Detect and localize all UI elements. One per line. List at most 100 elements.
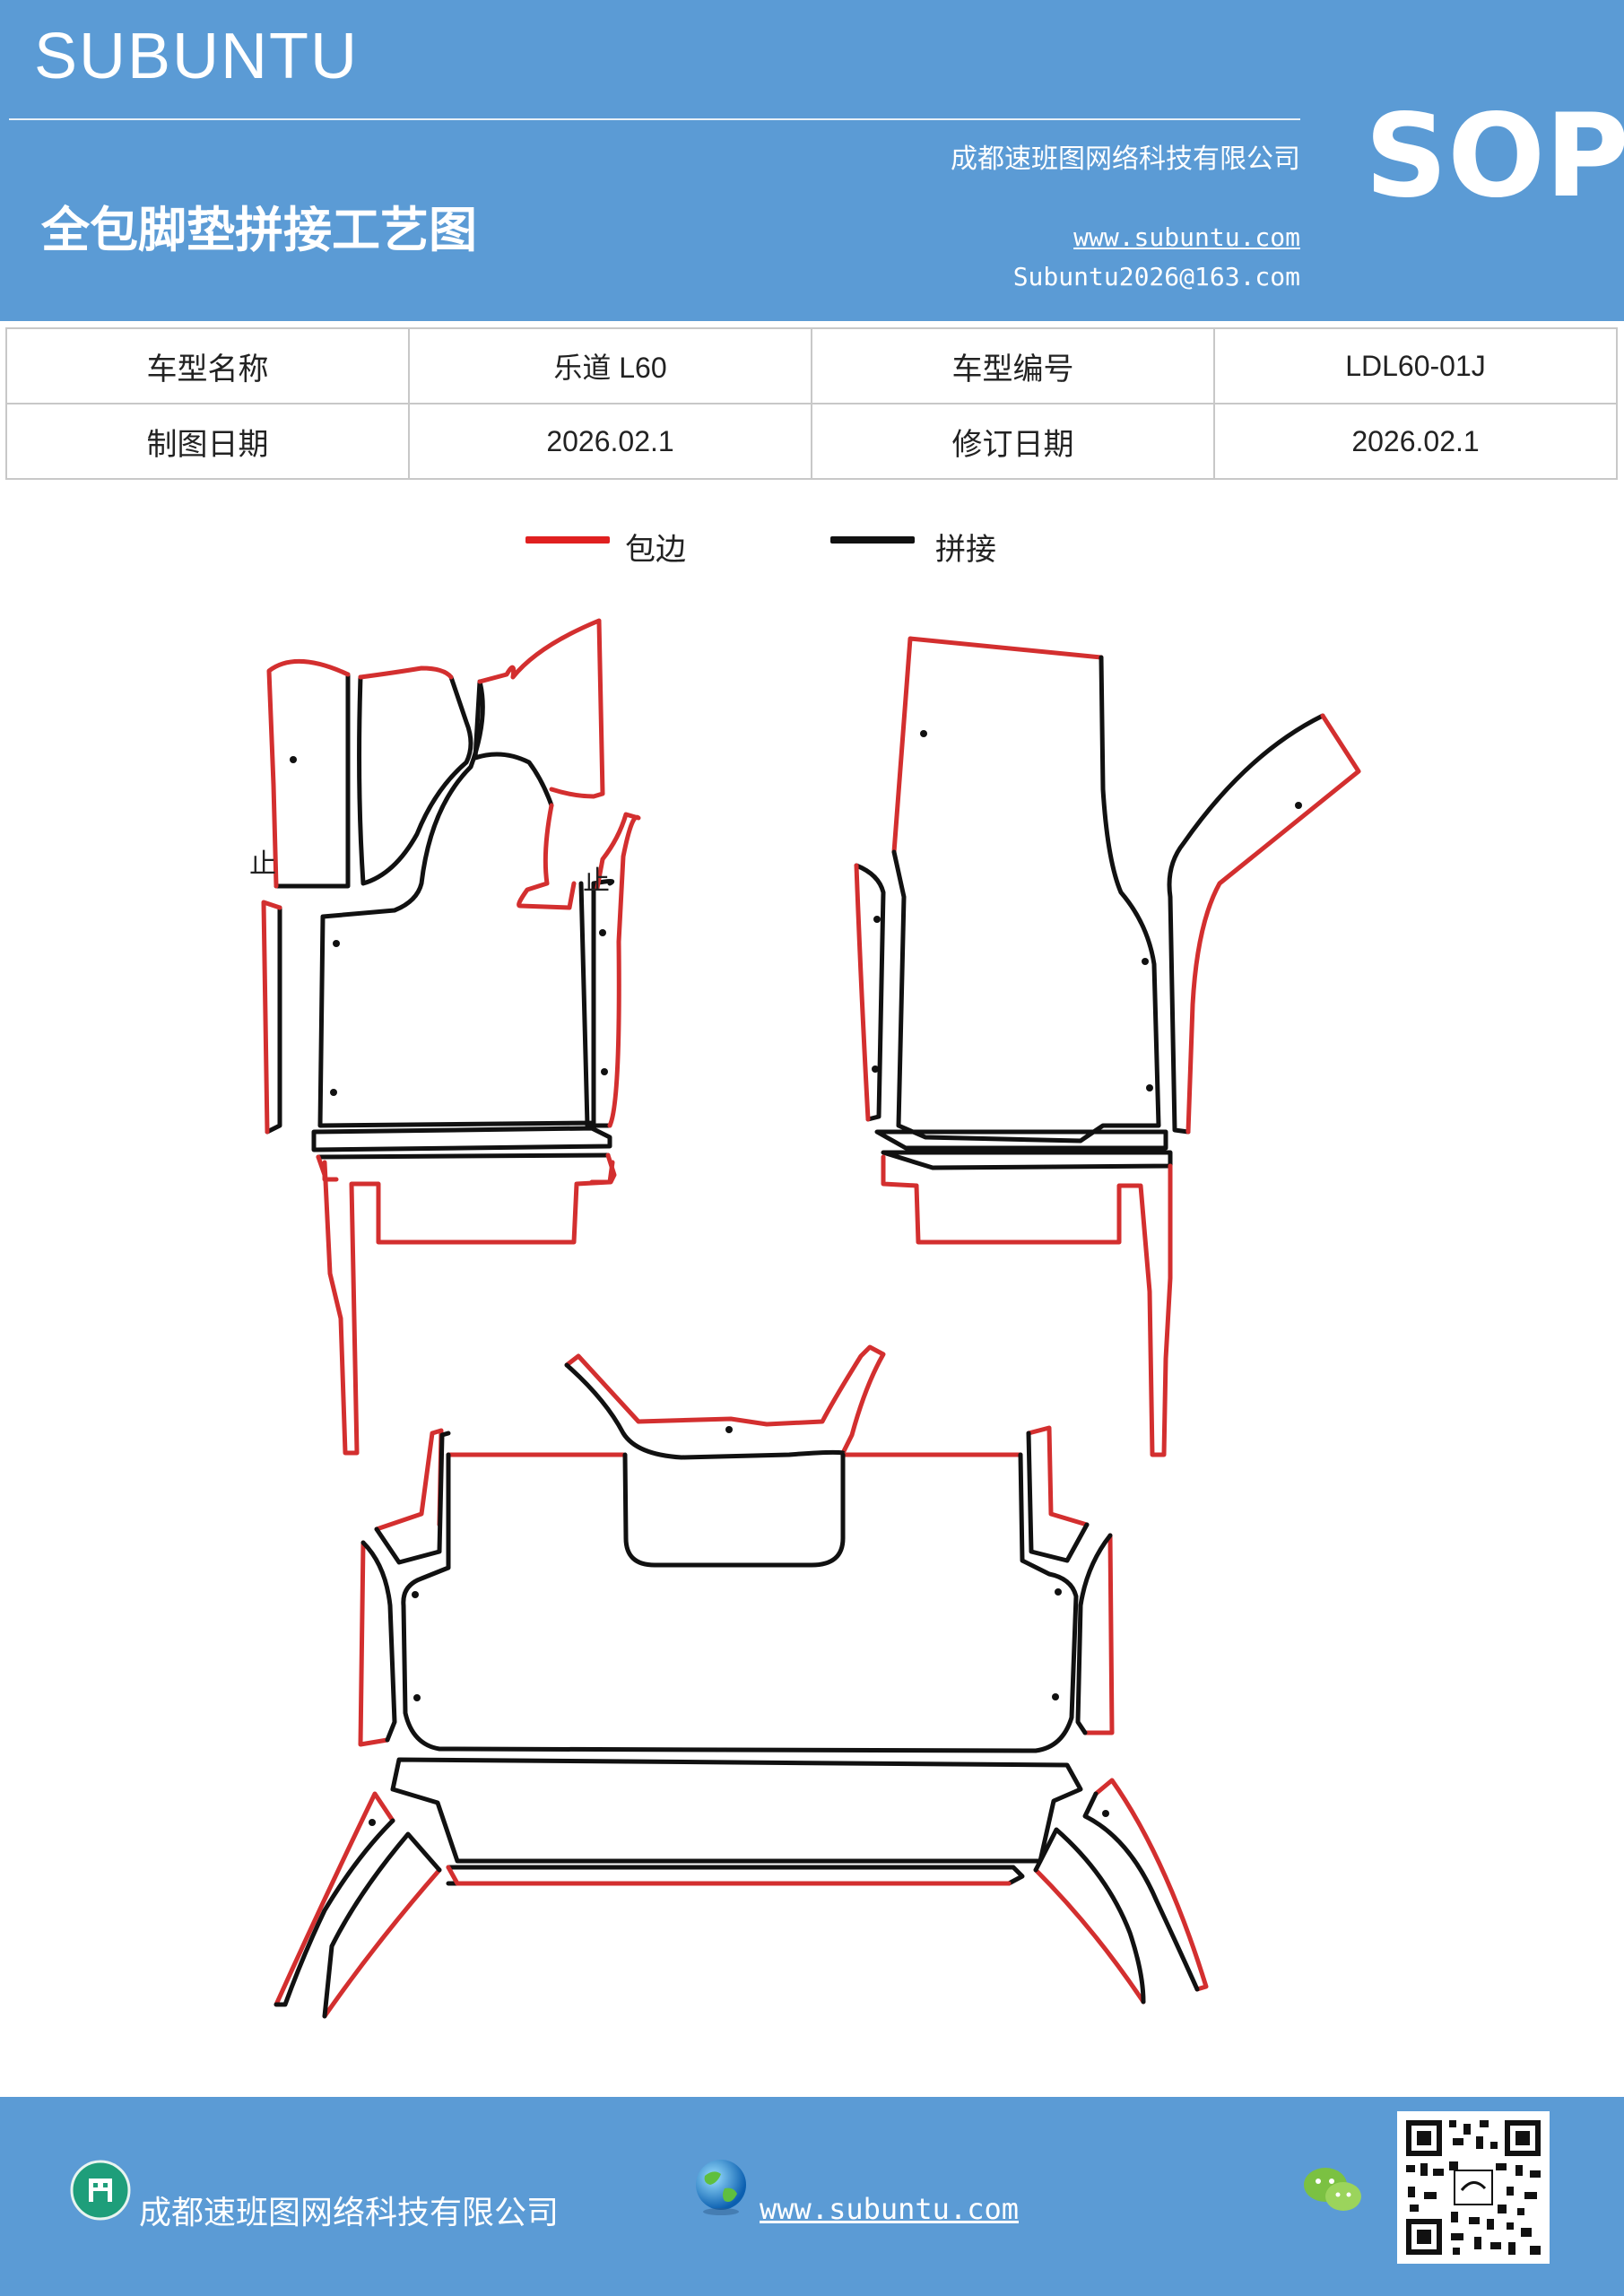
mat-piece: [358, 1540, 390, 1747]
fixing-dot: [1295, 802, 1302, 809]
footer-company: 成都速班图网络科技有限公司: [139, 2195, 560, 2231]
fixing-dot: [1055, 1588, 1062, 1596]
wechat-icon[interactable]: [1302, 2163, 1365, 2217]
header-company: 成都速班图网络科技有限公司: [951, 144, 1300, 175]
mat-piece: [322, 1160, 615, 1456]
mat-piece: [358, 665, 454, 680]
mat-piece: [266, 659, 351, 889]
model-name-value: 乐道 L60: [408, 327, 812, 404]
mat-piece: [1033, 1867, 1146, 2005]
building-icon: [70, 2160, 131, 2221]
floor-mat-diagram: 止 止: [249, 618, 1361, 2019]
mat-piece: [261, 900, 282, 1135]
fixing-dot: [599, 929, 606, 936]
qr-code: [1397, 2111, 1550, 2264]
mat-piece: [274, 672, 351, 889]
fixing-dot: [1146, 1084, 1153, 1091]
mat-piece: [854, 863, 871, 1122]
stop-mark-right: 止: [583, 865, 610, 897]
fixing-dot: [873, 916, 881, 923]
sill-strip: [874, 1129, 1168, 1151]
header-divider: [9, 118, 1300, 120]
mat-piece: [578, 881, 612, 1128]
mat-piece: [1167, 713, 1325, 1135]
sill-strip: [390, 1757, 1083, 1864]
mat-piece: [477, 618, 605, 799]
fixing-dot: [1102, 1810, 1109, 1817]
mat-piece: [1033, 1827, 1146, 2005]
model-code-value: LDL60-01J: [1213, 327, 1618, 404]
mat-piece: [401, 1452, 1079, 1753]
header-email: Subuntu2026@163.com: [1012, 262, 1300, 291]
revise-date-value: 2026.02.1: [1213, 403, 1618, 480]
passenger-side-group: [854, 636, 1361, 1457]
header-banner: [0, 0, 1624, 321]
info-table: 车型名称 乐道 L60 车型编号 LDL60-01J 制图日期 2026.02.…: [5, 327, 1618, 480]
page-title: 全包脚垫拼接工艺图: [41, 201, 477, 258]
sill-strip: [311, 1126, 612, 1152]
mat-piece: [274, 1791, 395, 2007]
mat-piece: [914, 1183, 1142, 1245]
fixing-dot: [413, 1694, 421, 1701]
mat-piece: [564, 1344, 886, 1456]
mat-piece: [322, 1831, 442, 2019]
globe-icon: [696, 2160, 746, 2215]
sill-edge: [881, 1154, 919, 1188]
model-code-label: 车型编号: [811, 327, 1215, 404]
mat-piece: [473, 679, 554, 808]
fixing-dot: [920, 730, 927, 737]
model-name-label: 车型名称: [5, 327, 410, 404]
brand-logo: SUBUNTU: [34, 21, 360, 92]
mat-piece: [1026, 1431, 1090, 1563]
mat-piece: [891, 655, 1161, 1144]
mat-piece: [274, 1818, 395, 2007]
fixing-dot: [412, 1591, 419, 1598]
fixing-dot: [290, 756, 297, 763]
draw-date-value: 2026.02.1: [408, 403, 812, 480]
fixing-dot: [1052, 1693, 1059, 1700]
revise-date-label: 修订日期: [811, 403, 1215, 480]
legend-joint-label: 拼接: [935, 532, 996, 568]
sop-badge: SOP: [1365, 90, 1624, 223]
driver-side-group: [261, 618, 641, 1456]
mat-piece: [357, 674, 473, 886]
mat-piece: [891, 636, 1104, 855]
stop-mark-left: 止: [249, 848, 276, 880]
mat-piece: [374, 1428, 444, 1532]
mat-piece: [1075, 1533, 1113, 1735]
sill-strip: [881, 1150, 1173, 1170]
sill-strip: [316, 1152, 611, 1160]
draw-date-label: 制图日期: [5, 403, 410, 480]
rear-group: [274, 1344, 1209, 2019]
mat-piece: [265, 905, 282, 1135]
mat-piece: [322, 1867, 442, 2019]
sill-strip: [446, 1865, 1025, 1886]
legend-edge-label: 包边: [625, 532, 686, 568]
fixing-dot: [725, 1426, 733, 1433]
fixing-dot: [872, 1065, 879, 1073]
sill-edge: [1138, 1163, 1173, 1457]
footer-website-link[interactable]: www.subuntu.com: [760, 2192, 1019, 2226]
mat-piece: [1082, 1533, 1115, 1735]
table-row: 制图日期 2026.02.1 修订日期 2026.02.1: [5, 403, 1618, 480]
fixing-dot: [601, 1068, 608, 1075]
header-website-link[interactable]: www.subuntu.com: [1073, 222, 1300, 252]
mat-piece: [374, 1431, 451, 1565]
mat-piece: [564, 1362, 846, 1460]
mat-piece: [595, 812, 641, 1128]
legend-edge-swatch: [525, 536, 610, 544]
fixing-dot: [333, 940, 340, 947]
fixing-dot: [1142, 958, 1149, 965]
mat-piece: [622, 1452, 846, 1568]
mat-piece: [360, 1540, 397, 1743]
fixing-dot: [369, 1819, 376, 1826]
sill-edge: [446, 1865, 1012, 1886]
mat-piece: [1093, 1778, 1209, 1992]
mat-piece: [1026, 1425, 1090, 1527]
fixing-dot: [330, 1089, 337, 1096]
table-row: 车型名称 乐道 L60 车型编号 LDL60-01J: [5, 327, 1618, 404]
legend-joint-swatch: [830, 536, 915, 544]
mat-piece: [1185, 713, 1361, 1135]
mat-piece: [517, 803, 577, 910]
mat-piece: [1082, 1791, 1200, 1992]
